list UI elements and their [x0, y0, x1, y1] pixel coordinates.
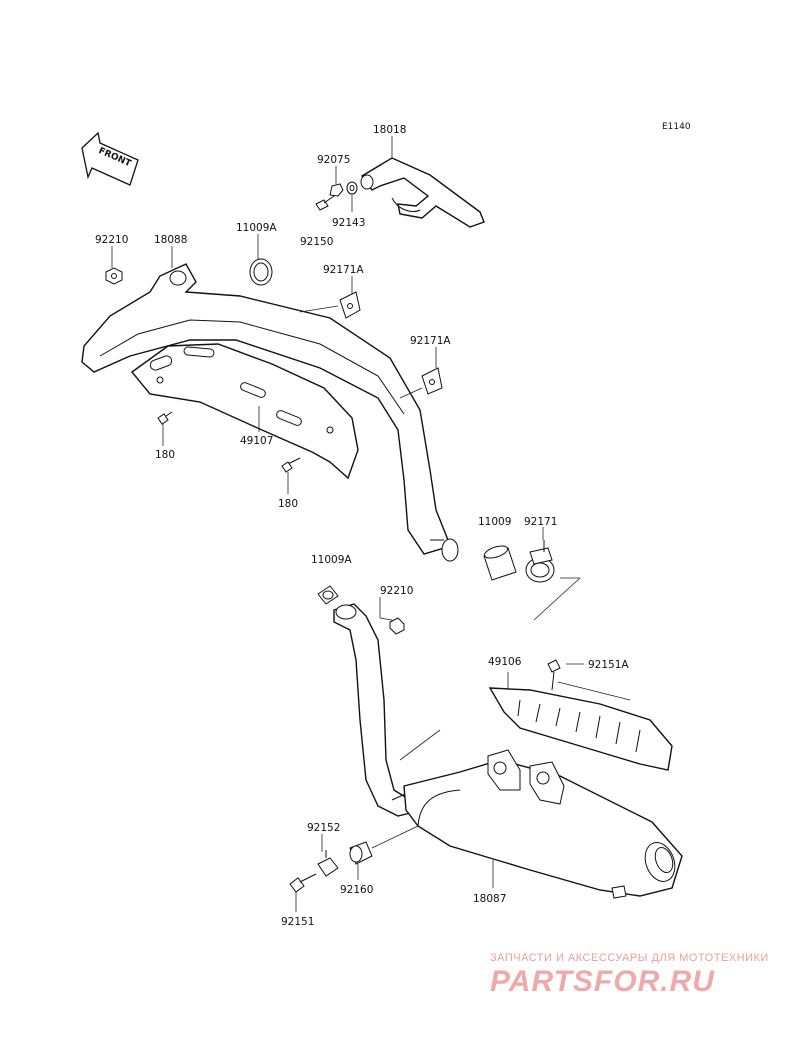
label-92160: 92160 [340, 884, 373, 896]
bolt-92151 [289, 873, 317, 893]
nut-92210-bottom [389, 617, 405, 635]
label-11009: 11009 [478, 516, 511, 528]
label-49106: 49106 [488, 656, 522, 668]
damper-92152 [317, 850, 339, 877]
label-18088: 18088 [154, 234, 187, 246]
label-180-right: 180 [278, 498, 298, 510]
label-180-left: 180 [155, 449, 175, 461]
label-49107: 49107 [240, 435, 273, 447]
label-11009A-bottom: 11009A [311, 554, 352, 566]
watermark-subtitle: ЗАПЧАСТИ И АКСЕССУАРЫ ДЛЯ МОТОТЕХНИКИ [490, 952, 769, 964]
label-92210-top: 92210 [95, 234, 128, 246]
clamp-92171 [525, 540, 555, 583]
label-92151A: 92151A [588, 659, 629, 671]
gasket-11009A-bottom [317, 585, 339, 605]
label-92152: 92152 [307, 822, 340, 834]
label-92171A-upper: 92171A [323, 264, 364, 276]
label-92075: 92075 [317, 154, 350, 166]
gasket-11009 [483, 545, 517, 581]
label-92143: 92143 [332, 217, 365, 229]
gasket-11009A-top [249, 258, 273, 286]
screw-180-right [281, 457, 301, 473]
label-92151: 92151 [281, 916, 314, 928]
bolt-92150 [315, 195, 335, 211]
nut-92210-top [105, 267, 123, 285]
exhaust-pipe-18088 [81, 263, 459, 562]
label-92210-bottom: 92210 [380, 585, 413, 597]
heat-cover-49107 [130, 343, 359, 480]
screw-180-left [157, 411, 173, 425]
label-92171A-lower: 92171A [410, 335, 451, 347]
label-18018: 18018 [373, 124, 406, 136]
collar-92143 [346, 181, 358, 195]
clamp-92171A-lower [421, 367, 443, 395]
front-direction-arrow: FRONT [81, 131, 139, 186]
heat-shield-49106 [488, 659, 673, 771]
bracket-18018 [360, 157, 485, 228]
label-18087: 18087 [473, 893, 506, 905]
label-92150: 92150 [300, 236, 333, 248]
label-11009A-top: 11009A [236, 222, 277, 234]
watermark-brand[interactable]: PARTSFOR.RU [490, 965, 715, 998]
collar-92160 [349, 825, 419, 865]
nut-92075 [329, 183, 344, 197]
label-92171: 92171 [524, 516, 557, 528]
clamp-92171A-upper [339, 291, 361, 319]
muffler-18087 [403, 749, 683, 899]
reference-code: E1140 [662, 122, 691, 132]
